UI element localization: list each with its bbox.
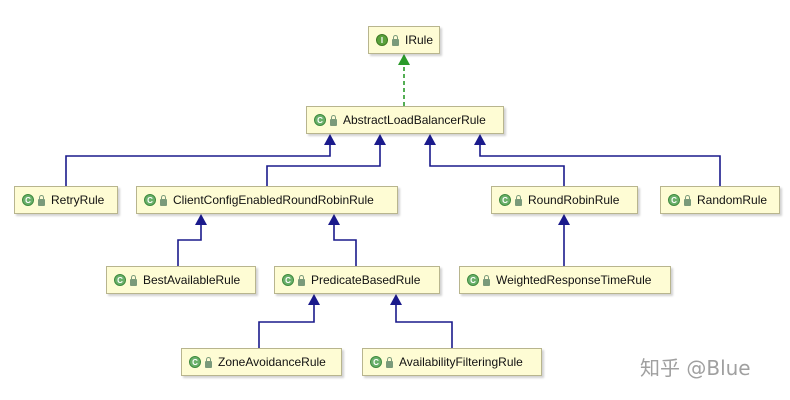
arrowhead-availfilter-to-predicate [390, 294, 402, 305]
arrowhead-predicate-to-clientcfg [328, 214, 340, 225]
class-name-label: WeightedResponseTimeRule [496, 273, 652, 287]
edge-availfilter-to-predicate [395, 305, 453, 348]
lock-icon [298, 274, 305, 286]
interface-icon: I [376, 34, 388, 46]
class-name-label: RetryRule [51, 193, 105, 207]
lock-icon [386, 356, 393, 368]
lock-icon [330, 114, 337, 126]
class-name-label: AvailabilityFilteringRule [399, 355, 523, 369]
class-name-label: RandomRule [697, 193, 768, 207]
edge-bestavail-to-clientcfg [177, 225, 202, 266]
lock-icon [392, 34, 399, 46]
class-icon: C [282, 274, 294, 286]
class-icon: C [370, 356, 382, 368]
class-icon: C [22, 194, 34, 206]
class-name-label: ZoneAvoidanceRule [218, 355, 326, 369]
arrowhead-zone-to-predicate [308, 294, 320, 305]
arrowhead-weighted-to-roundrobin [558, 214, 570, 225]
class-node-weighted: C WeightedResponseTimeRule [459, 266, 671, 294]
class-icon: C [144, 194, 156, 206]
lock-icon [684, 194, 691, 206]
class-node-availfilter: C AvailabilityFilteringRule [362, 348, 542, 376]
arrowhead-abstract-to-irule [398, 54, 410, 65]
arrowhead-bestavail-to-clientcfg [195, 214, 207, 225]
lock-icon [515, 194, 522, 206]
watermark: 知乎 @Blue [640, 356, 751, 380]
edge-random-to-abstract [479, 145, 721, 186]
class-icon: C [467, 274, 479, 286]
class-node-irule: I IRule [368, 26, 440, 54]
class-node-predicate: C PredicateBasedRule [274, 266, 440, 294]
arrowhead-clientcfg-to-abstract [374, 134, 386, 145]
arrowhead-random-to-abstract [474, 134, 486, 145]
edge-roundrobin-to-abstract [429, 145, 565, 186]
edge-predicate-to-clientcfg [333, 225, 357, 266]
edge-clientcfg-to-abstract [266, 145, 381, 186]
lock-icon [130, 274, 137, 286]
edge-zone-to-predicate [258, 305, 315, 348]
class-icon: C [668, 194, 680, 206]
class-node-retry: C RetryRule [14, 186, 118, 214]
class-node-abstract: C AbstractLoadBalancerRule [306, 106, 504, 134]
lock-icon [205, 356, 212, 368]
arrowhead-retry-to-abstract [324, 134, 336, 145]
lock-icon [483, 274, 490, 286]
class-node-random: C RandomRule [660, 186, 780, 214]
class-name-label: PredicateBasedRule [311, 273, 421, 287]
lock-icon [38, 194, 45, 206]
class-node-bestavail: C BestAvailableRule [106, 266, 256, 294]
class-node-clientcfg: C ClientConfigEnabledRoundRobinRule [136, 186, 398, 214]
arrowhead-roundrobin-to-abstract [424, 134, 436, 145]
class-name-label: AbstractLoadBalancerRule [343, 113, 486, 127]
class-name-label: RoundRobinRule [528, 193, 620, 207]
class-icon: C [189, 356, 201, 368]
edge-retry-to-abstract [65, 145, 331, 186]
class-node-roundrobin: C RoundRobinRule [491, 186, 638, 214]
class-icon: C [314, 114, 326, 126]
lock-icon [160, 194, 167, 206]
class-icon: C [499, 194, 511, 206]
class-icon: C [114, 274, 126, 286]
class-node-zone: C ZoneAvoidanceRule [181, 348, 342, 376]
class-name-label: IRule [405, 33, 434, 47]
class-name-label: BestAvailableRule [143, 273, 241, 287]
class-name-label: ClientConfigEnabledRoundRobinRule [173, 193, 374, 207]
